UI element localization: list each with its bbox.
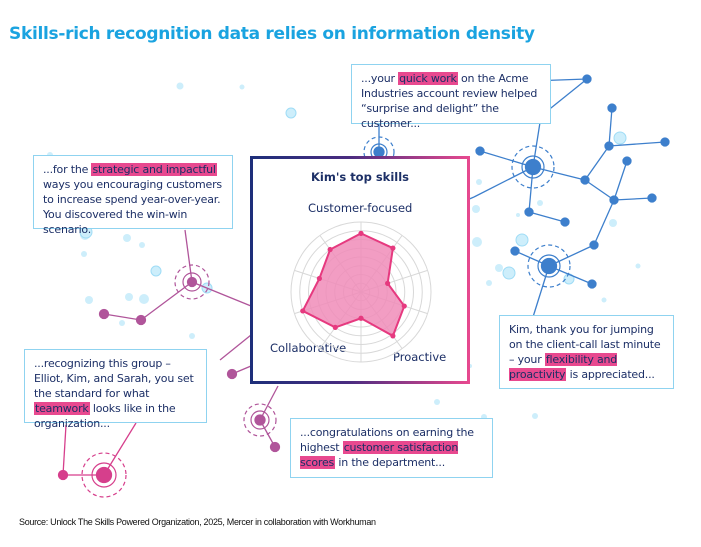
card-text-post: looks like in the organization... <box>34 402 176 430</box>
radar-chart <box>290 221 432 363</box>
axis-label-proactive: Proactive <box>393 350 447 364</box>
radar-point <box>358 230 364 236</box>
card-text-pre: ...congratulations on earning the highes… <box>300 426 474 454</box>
recognition-card-flexibility: Kim, thank you for jumping on the client… <box>499 315 674 389</box>
card-text-post: in the department... <box>335 456 446 469</box>
card-text-post: is appreciated... <box>566 368 655 381</box>
skills-panel-title: Kim's top skills <box>310 170 409 184</box>
skill-highlight: teamwork <box>34 402 90 415</box>
radar-data-points <box>300 230 407 339</box>
card-text-post: ways you encouraging customers to increa… <box>43 178 222 236</box>
card-text-post: on the Acme Industries account review he… <box>361 72 538 130</box>
axis-label-customer-focused: Customer-focused <box>308 201 413 215</box>
radar-point <box>327 246 333 253</box>
top-skills-panel: Kim's top skills Customer-focused Collab… <box>250 156 470 384</box>
radar-point <box>358 315 364 321</box>
source-note: Source: Unlock The Skills Powered Organi… <box>19 517 376 527</box>
radar-point <box>332 324 338 330</box>
skill-highlight: quick work <box>398 72 458 85</box>
radar-point <box>316 275 322 282</box>
radar-point <box>390 245 396 251</box>
card-text-pre: Kim, thank you for jumping on the client… <box>509 323 661 366</box>
purple-network <box>98 229 281 453</box>
purple-hub-rings <box>174 264 277 437</box>
bubble-rings-decoration <box>79 107 627 294</box>
page-title: Skills-rich recognition data relies on i… <box>9 24 535 44</box>
card-text-pre: ...recognizing this group – Elliot, Kim,… <box>34 357 194 400</box>
axis-label-collaborative: Collaborative <box>270 341 347 355</box>
recognition-card-teamwork: ...recognizing this group – Elliot, Kim,… <box>24 349 207 430</box>
card-text-pre: ...your <box>361 72 399 85</box>
recognition-card-strategic: ...for the strategic and impactful ways … <box>33 155 233 236</box>
radar-point <box>385 280 391 286</box>
radar-point <box>401 303 407 309</box>
blue-hub-rings <box>363 136 571 288</box>
pink-hub-rings <box>81 452 127 498</box>
recognition-card-satisfaction: ...congratulations on earning the highes… <box>290 418 493 478</box>
skill-highlight: strategic and impactful <box>91 163 217 176</box>
pink-network <box>57 422 137 484</box>
card-text-pre: ...for the <box>43 163 92 176</box>
radar-point <box>300 308 306 314</box>
radar-point <box>390 333 396 339</box>
recognition-card-quick-work: ...your quick work on the Acme Industrie… <box>351 64 551 130</box>
